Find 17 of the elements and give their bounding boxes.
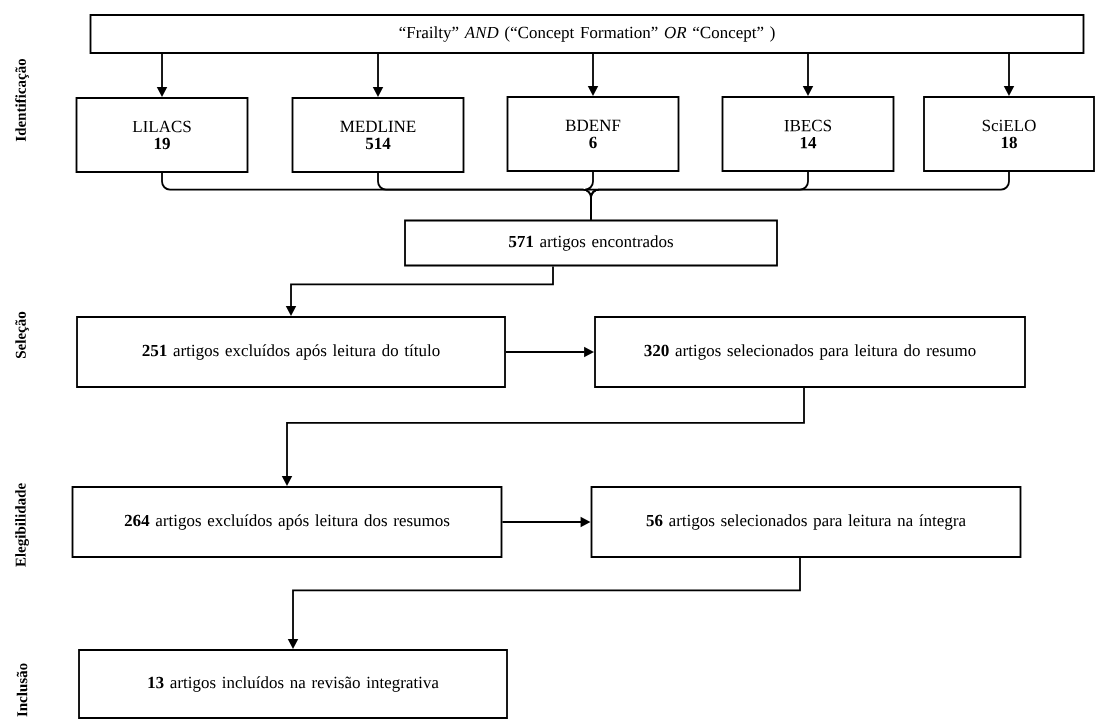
connector-line	[590, 171, 1010, 221]
process-box: 264 artigos excluídos após leitura dos resumos	[71, 486, 503, 558]
process-box: 56 artigos selecionados para leitura na íntegra	[590, 486, 1022, 558]
process-box: 251 artigos excluídos após leitura do título	[76, 316, 506, 388]
database-box: MEDLINE 514	[291, 97, 465, 173]
process-box: 13 artigos incluídos na revisão integrativa	[78, 649, 508, 719]
database-box: LILACS 19	[75, 97, 249, 173]
database-box: BDENF 6	[506, 96, 680, 172]
database-box: IBECS 14	[721, 96, 895, 172]
stage-label: Elegibilidade	[15, 483, 29, 567]
stage-label: Inclusão	[16, 663, 28, 717]
query-box: “Frailty” AND (“Concept Formation” OR “Concept” )	[89, 14, 1085, 54]
process-box: 571 artigos encontrados	[404, 219, 778, 267]
process-box: 320 artigos selecionados para leitura do resumo	[594, 316, 1026, 388]
stage-label: Seleção	[15, 311, 29, 358]
stage-label: Identificação	[15, 58, 29, 142]
database-box: SciELO 18	[923, 96, 1095, 172]
